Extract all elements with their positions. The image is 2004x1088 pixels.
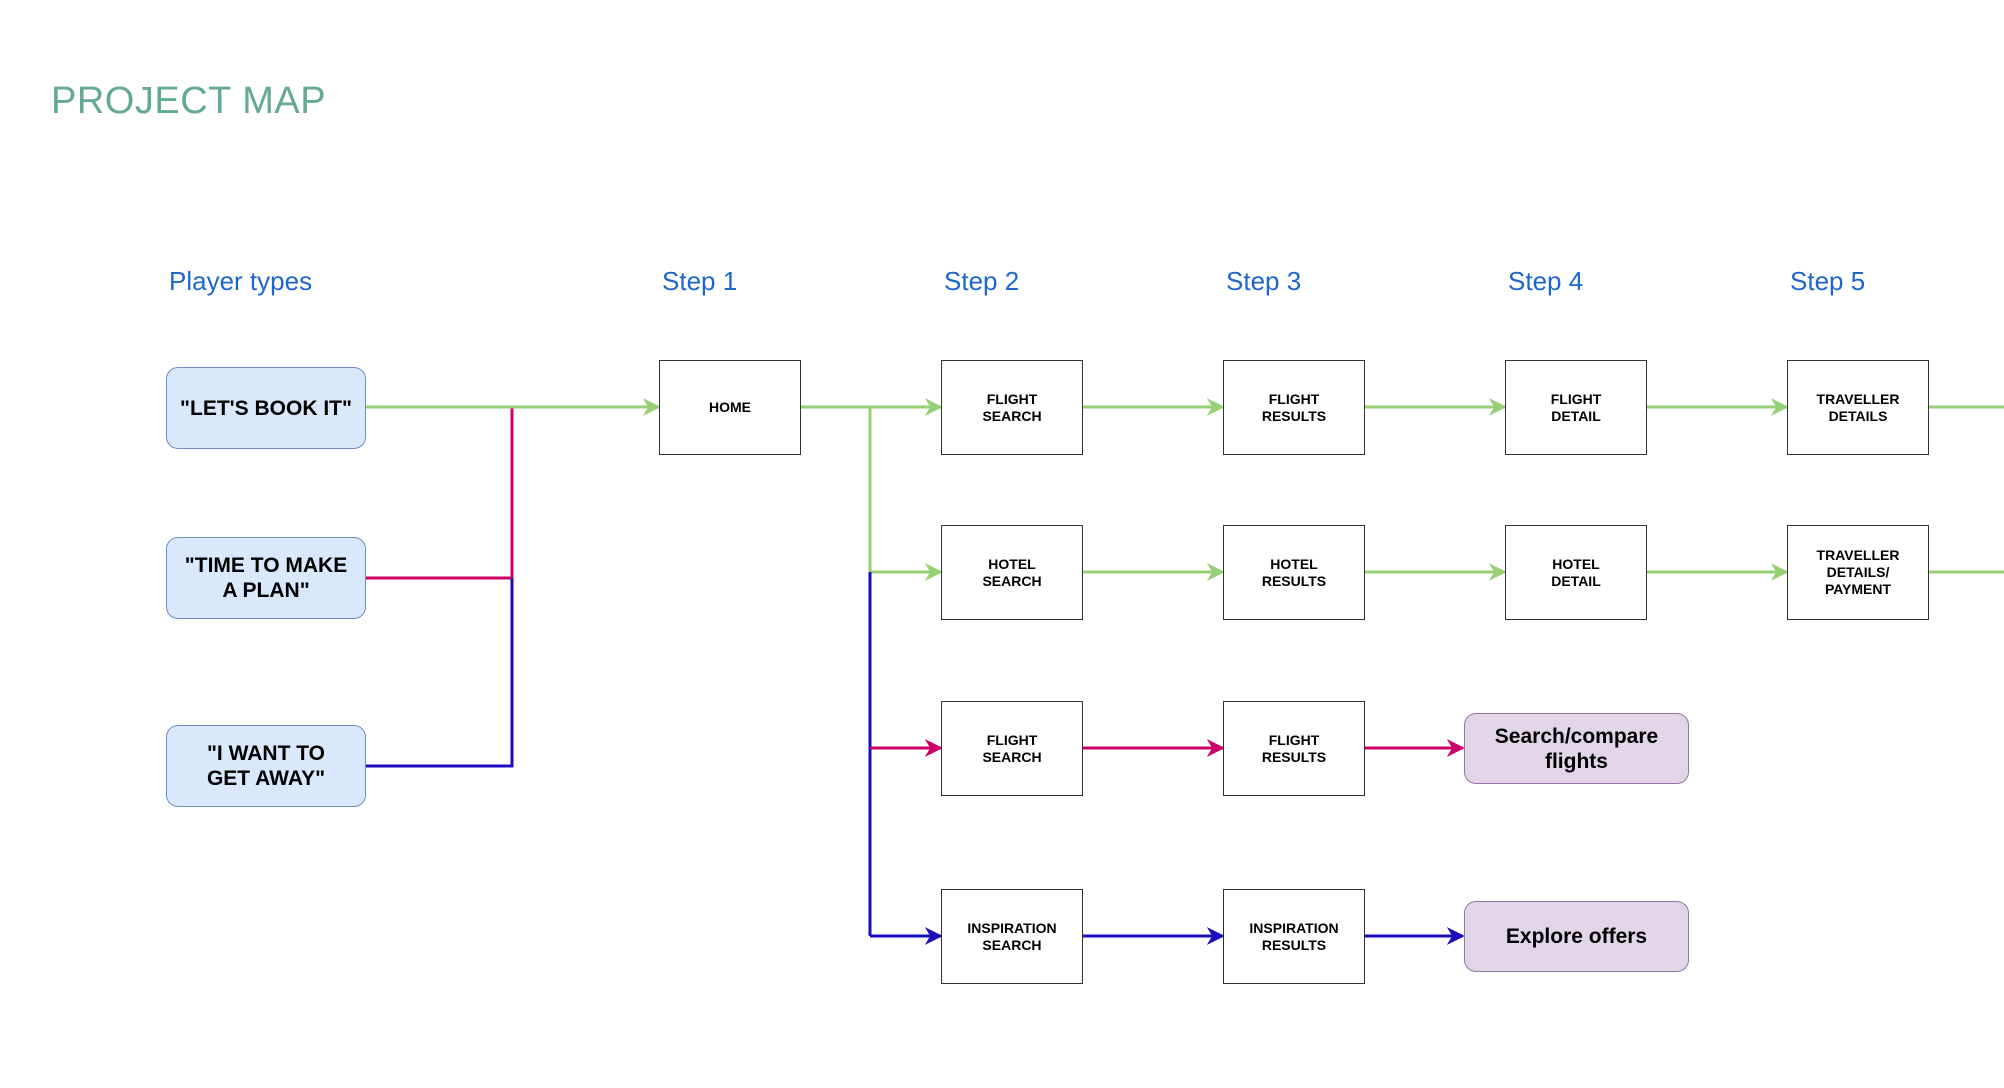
player-lets-book-it[interactable]: "LET'S BOOK IT" <box>166 367 366 449</box>
page-title: PROJECT MAP <box>51 80 327 122</box>
column-heading-step-5: Step 5 <box>1790 266 1866 296</box>
plan-to-merge-line <box>366 407 514 580</box>
column-heading-step-3: Step 3 <box>1226 266 1302 296</box>
node-plan-flight-search[interactable]: FLIGHT SEARCH <box>941 701 1083 796</box>
node-flight-search[interactable]: FLIGHT SEARCH <box>941 360 1083 455</box>
column-heading-player-types: Player types <box>169 266 313 296</box>
node-inspiration-results[interactable]: INSPIRATION RESULTS <box>1223 889 1365 984</box>
node-flight-results[interactable]: FLIGHT RESULTS <box>1223 360 1365 455</box>
player-i-want-to-get-away[interactable]: "I WANT TO GET AWAY" <box>166 725 366 807</box>
node-hotel-search[interactable]: HOTEL SEARCH <box>941 525 1083 620</box>
node-hotel-detail[interactable]: HOTEL DETAIL <box>1505 525 1647 620</box>
outcome-explore-offers[interactable]: Explore offers <box>1464 901 1689 972</box>
outcome-search-compare-flights[interactable]: Search/compare flights <box>1464 713 1689 784</box>
player-time-to-make-a-plan[interactable]: "TIME TO MAKE A PLAN" <box>166 537 366 619</box>
node-plan-flight-results[interactable]: FLIGHT RESULTS <box>1223 701 1365 796</box>
node-inspiration-search[interactable]: INSPIRATION SEARCH <box>941 889 1083 984</box>
column-heading-step-2: Step 2 <box>944 266 1020 296</box>
column-heading-step-1: Step 1 <box>662 266 738 296</box>
node-flight-detail[interactable]: FLIGHT DETAIL <box>1505 360 1647 455</box>
column-heading-step-4: Step 4 <box>1508 266 1584 296</box>
away-to-merge-line <box>366 578 514 768</box>
node-traveller-details-payment[interactable]: TRAVELLER DETAILS/ PAYMENT <box>1787 525 1929 620</box>
node-traveller-details[interactable]: TRAVELLER DETAILS <box>1787 360 1929 455</box>
node-hotel-results[interactable]: HOTEL RESULTS <box>1223 525 1365 620</box>
node-home[interactable]: HOME <box>659 360 801 455</box>
